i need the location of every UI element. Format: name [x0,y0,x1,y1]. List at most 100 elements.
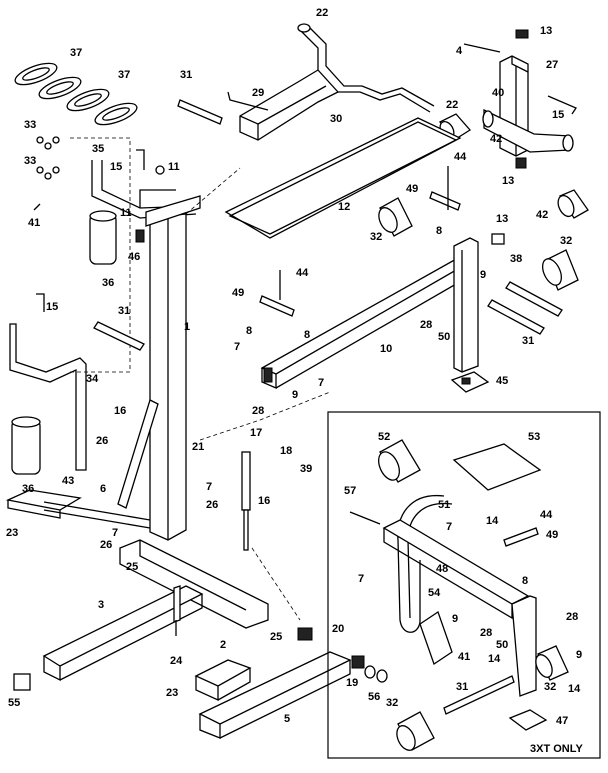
part-bracket-49 [259,191,461,317]
callout-12: 12 [338,201,350,213]
callout-17: 17 [250,427,262,439]
part-rod-31-mid [93,321,145,351]
callout-32: 32 [560,235,572,247]
callout-13: 13 [540,25,552,37]
callout-37: 37 [118,69,130,81]
inset-label: 3XT ONLY [530,743,583,755]
part-shock-16-right [241,451,251,551]
part-weight-plates-37 [14,62,138,126]
callout-26: 26 [206,499,218,511]
callout-16: 16 [258,495,270,507]
callout-13: 13 [496,213,508,225]
part-rod-31-top [177,99,223,125]
callout-32: 32 [386,697,398,709]
callout-49: 49 [406,183,418,195]
callout-8: 8 [246,325,252,337]
part-rod-31-inset [443,675,515,715]
part-pad-53 [452,443,542,491]
part-shock-16-left [117,399,159,509]
part-roller-32-inset-right [535,645,569,681]
callout-23: 23 [6,527,18,539]
part-back-bar [239,23,435,141]
callout-44: 44 [540,509,553,521]
callout-30: 30 [330,113,342,125]
part-caps-55-20 [13,627,388,691]
callout-24: 24 [170,655,183,667]
part-base-rail-5 [198,651,352,739]
callout-54: 54 [428,587,441,599]
callout-26: 26 [100,539,112,551]
callout-9: 9 [292,389,298,401]
callout-49: 49 [232,287,244,299]
callout-56: 56 [368,691,380,703]
callout-32: 32 [544,681,556,693]
callout-52: 52 [378,431,390,443]
callout-2: 2 [220,639,226,651]
callout-18: 18 [280,445,292,457]
callout-21: 21 [192,441,204,453]
callout-32: 32 [370,231,382,243]
callout-22: 22 [316,7,328,19]
callout-50: 50 [496,639,508,651]
part-arm-inset [419,610,453,666]
callout-31: 31 [522,335,534,347]
callout-36: 36 [22,483,34,495]
callout-44: 44 [296,267,309,279]
part-bench-rail-10 [260,237,479,389]
callout-45: 45 [496,375,508,387]
callout-42: 42 [536,209,548,221]
callout-1: 1 [184,321,190,333]
callout-28: 28 [480,627,492,639]
callout-9: 9 [452,613,458,625]
callout-15: 15 [552,109,564,121]
callout-7: 7 [112,527,118,539]
callout-7: 7 [206,481,212,493]
callout-22: 22 [446,99,458,111]
callout-35: 35 [92,143,104,155]
callout-10: 10 [380,343,392,355]
part-roller-32-inset-left [396,711,435,751]
callout-15: 15 [110,161,122,173]
callout-26: 26 [96,435,108,447]
callout-28: 28 [566,611,578,623]
part-pin-29 [227,91,269,111]
callout-38: 38 [510,253,522,265]
callout-27: 27 [546,59,558,71]
callout-34: 34 [86,373,99,385]
callout-5: 5 [284,713,290,725]
callout-55: 55 [8,697,20,709]
callout-3: 3 [98,599,104,611]
callout-39: 39 [300,463,312,475]
part-upright-40 [482,55,574,157]
callout-6: 6 [100,483,106,495]
callout-40: 40 [492,87,504,99]
callout-53: 53 [528,431,540,443]
inset-parts [349,439,569,751]
part-pin-15-left [36,293,45,312]
callout-28: 28 [252,405,264,417]
callout-28: 28 [420,319,432,331]
callout-37: 37 [70,47,82,59]
callout-31: 31 [456,681,468,693]
callout-9: 9 [576,649,582,661]
part-pin-15-top [547,95,577,115]
callout-7: 7 [318,377,324,389]
callout-33: 33 [24,119,36,131]
callout-8: 8 [304,329,310,341]
part-pin-15-mid [136,149,145,170]
callout-7: 7 [234,341,240,353]
callout-41: 41 [28,217,40,229]
callout-14: 14 [568,683,581,695]
callout-8: 8 [436,225,442,237]
part-caps-13 [491,29,529,245]
part-knob-11 [155,165,165,175]
callout-42: 42 [490,133,502,145]
part-floor-plate-47 [508,709,548,731]
callout-51: 51 [438,499,450,511]
callout-7: 7 [358,573,364,585]
part-pedal-23-left [5,489,151,529]
part-arm-34 [9,323,87,471]
part-bolt-57 [349,511,381,525]
